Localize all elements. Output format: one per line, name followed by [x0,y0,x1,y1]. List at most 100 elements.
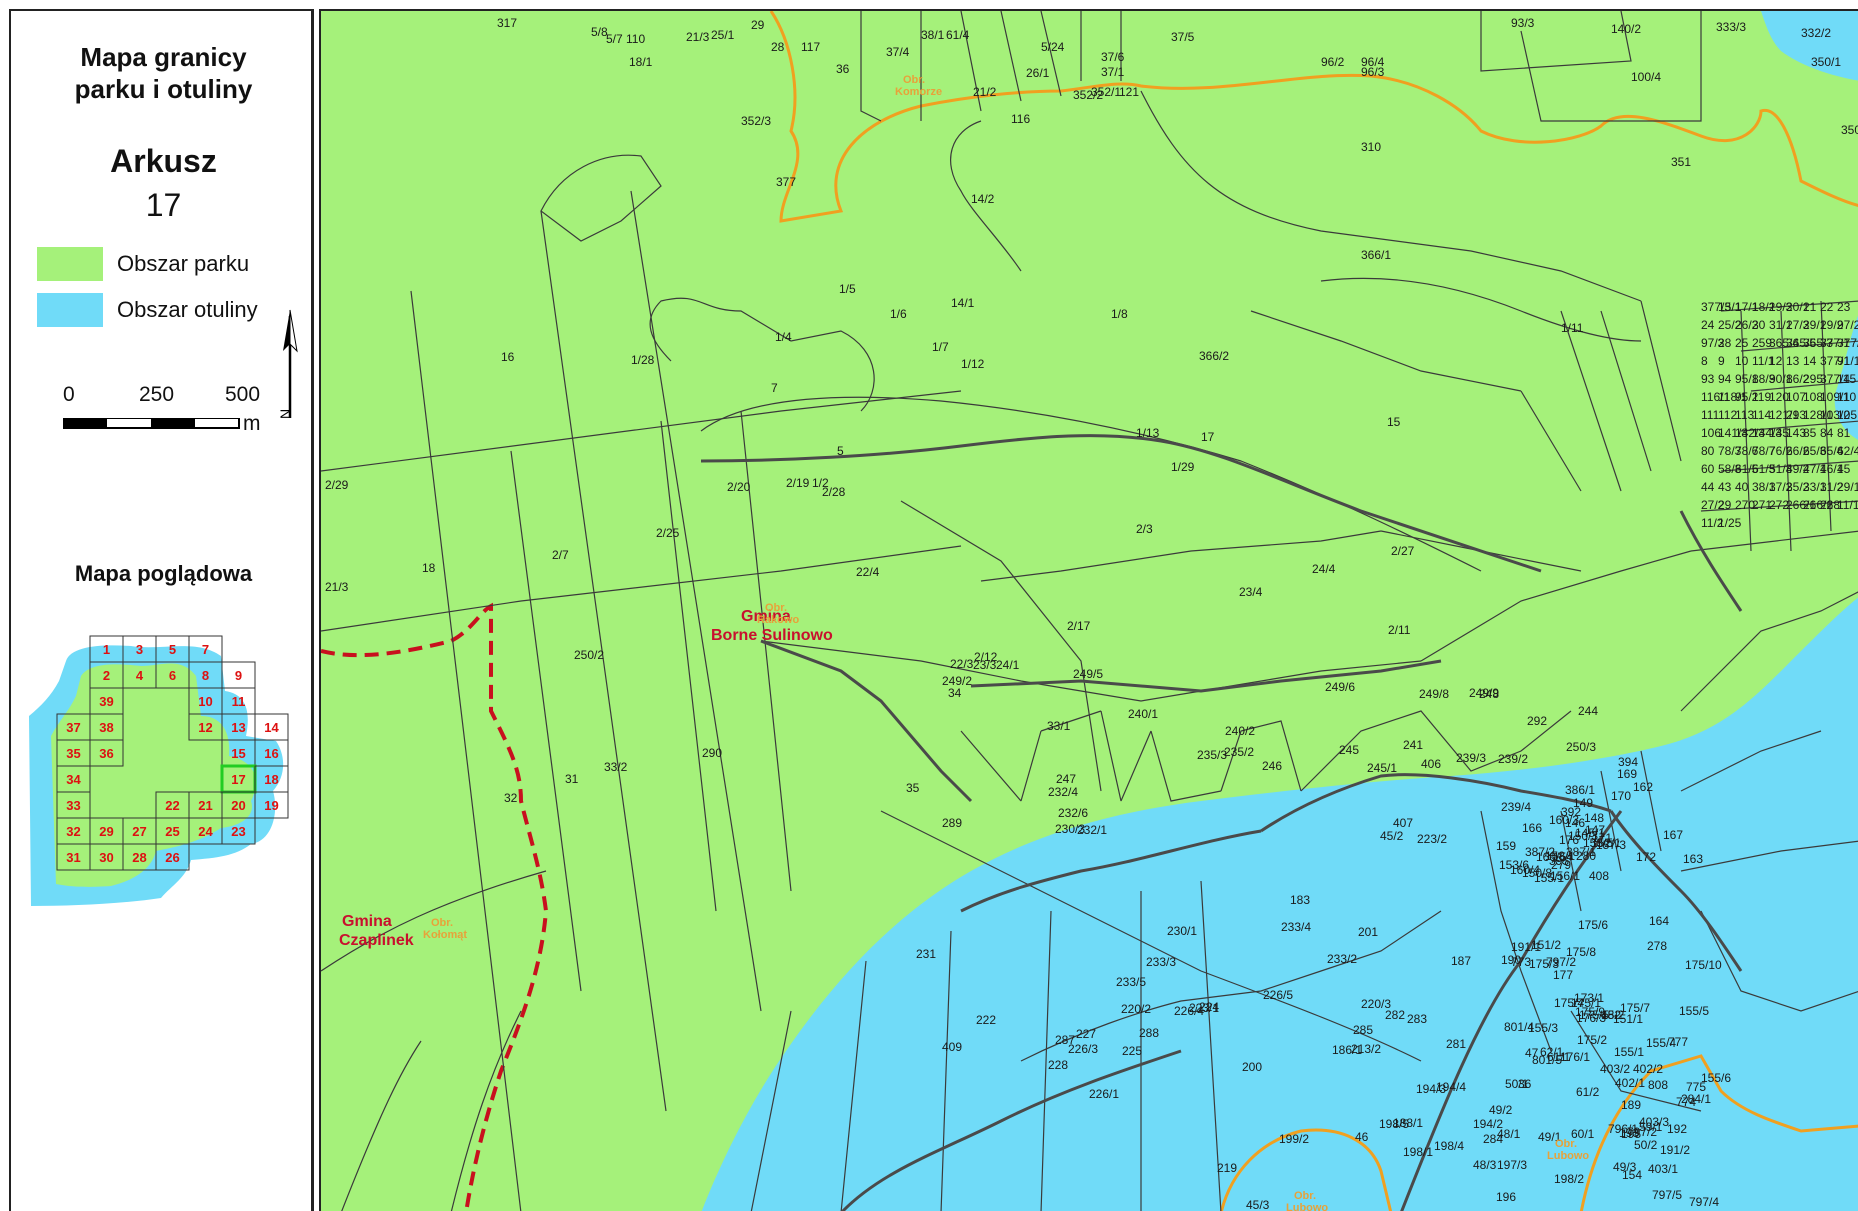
parcel-number: 408 [1589,869,1609,883]
parcel-number: 19/3 [1769,300,1793,314]
parcel-lines [321,11,1858,1211]
overview-sheet-number: 17 [231,772,245,787]
scale-tick-500: 500 [225,383,261,406]
parcel-number: 249/5 [1073,667,1103,681]
parcel-number: 97/2 [1837,318,1858,332]
parcel-number: 191/2 [1660,1143,1690,1157]
parcel-number: 96/2 [1321,55,1345,69]
parcel-number: 192 [1667,1122,1687,1136]
parcel-number: 225 [1122,1044,1142,1058]
obreb-label: Obr. [1555,1138,1577,1150]
parcel-number: 213/2 [1351,1042,1381,1056]
overview-sheet-number: 32 [66,824,80,839]
parcel-number: 155/6 [1701,1071,1731,1085]
gmina-borne-sulinowo-line: Borne Sulinowo [711,627,833,644]
parcel-number: 159 [1496,839,1516,853]
parcel-number: 198/1 [1403,1145,1433,1159]
overview-sheet-number: 12 [198,720,212,735]
parcel-number: 239/2 [1498,752,1528,766]
parcel-number: 171 [1592,831,1612,845]
parcel-number: 170 [1611,789,1631,803]
overview-title: Mapa poglądowa [74,561,253,586]
parcel-number: 266/1 [1786,498,1816,512]
parcel-number: 160/3 [1549,813,1579,827]
parcel-number: 29 [1718,498,1732,512]
parcel-number: 110 [1837,390,1856,404]
parcel-number: 106 [1701,426,1721,440]
parcel-number: 38/1 [921,28,945,42]
overview-sheet-cell[interactable] [254,791,289,819]
overview-sheet-cell[interactable] [89,739,124,767]
parcel-number: 279 [1551,858,1571,872]
parcel-number: 175/5 [1579,1008,1609,1022]
parcel-number: 219 [1217,1161,1237,1175]
parcel-number: 158/1 [1545,849,1575,863]
parcel-number: 91/1 [1837,354,1858,368]
parcel-number: 278 [1647,939,1667,953]
parcel-number: 17/1 [1735,300,1759,314]
parcel-number: 78/6 [1735,444,1759,458]
parcel-number: 266/2 [1803,498,1833,512]
parcel-number: 249/9 [1469,686,1499,700]
parcel-number: 246 [1262,759,1282,773]
parcel-number: 282 [1385,1008,1405,1022]
parcel-number: 30 [1752,318,1766,332]
parcel-number: 47/1 [1803,462,1827,476]
overview-sheet-number: 5 [169,642,176,657]
parcel-number: 197/3 [1497,1158,1527,1172]
parcel-number: 175/10 [1685,958,1722,972]
parcel-number: 2/11 [1388,623,1411,637]
parcel-number: 150/3 [1568,829,1598,843]
parcel-number: 233/5 [1116,975,1146,989]
overview-sheet-cell[interactable] [221,817,256,845]
parcel-number: 114 [1752,408,1771,422]
parcel-number: 162 [1633,780,1653,794]
parcel-number: 249/6 [1325,680,1355,694]
overview-sheet-cell[interactable] [155,843,190,871]
parcel-number: 366/1 [1361,248,1391,262]
parcel-number: 365/5 [1786,336,1816,350]
legend-label-buffer: Obszar otuliny [117,297,258,322]
parcel-number: 223/1 [1189,1001,1219,1015]
parcel-number: 154 [1622,1168,1642,1182]
parcel-number: 377/4 [1820,372,1850,386]
parcel-number: 777 [1668,1035,1688,1049]
overview-sheet-number: 2 [103,668,110,683]
parcel-number: 121/1 [1769,408,1799,422]
parcel-number: 220/2 [1121,1002,1151,1016]
parcel-number: 193 [1619,1126,1639,1140]
parcel-number: 169 [1617,767,1637,781]
parcel-number: 153/5 [1583,836,1613,850]
parcel-number: 15/1 [1718,300,1742,314]
parcel-number: 224 [1199,1000,1219,1014]
parcel-number: 797/4 [1689,1195,1719,1209]
parcel-number: 350/1 [1811,55,1841,69]
parcel-number: 36 [836,62,850,76]
parcel-number: 1/5 [839,282,856,296]
parcel-number: 175/2 [1577,1033,1607,1047]
parcel-number: 293 [1786,408,1806,422]
parcel-number: 801/5 [1532,1053,1562,1067]
parcel-number: 47 [1525,1046,1539,1060]
parcel-number: 81 [1837,426,1851,440]
parcel-number: 351 [1671,155,1691,169]
parcel-number: 2/17 [1067,619,1091,633]
parcel-number: 40 [1735,480,1749,494]
parcel-number: 365/3 [1803,336,1833,350]
parcel-number: 46/1 [1820,462,1844,476]
parcel-number: 402/1 [1615,1076,1645,1090]
buffer-swatch [37,293,103,327]
parcel-number: 773 [1511,955,1531,969]
parcel-number: 29/1 [1837,480,1858,494]
parcel-number: 226/1 [1089,1087,1119,1101]
parcel-number: 45/3 [1246,1198,1270,1211]
parcel-number: 78/7 [1752,444,1776,458]
parcel-number: 797/5 [1652,1188,1682,1202]
overview-sheet-number: 1 [103,642,110,657]
parcel-number: 29 [751,18,765,32]
parcel-number: 21/3 [686,30,710,44]
